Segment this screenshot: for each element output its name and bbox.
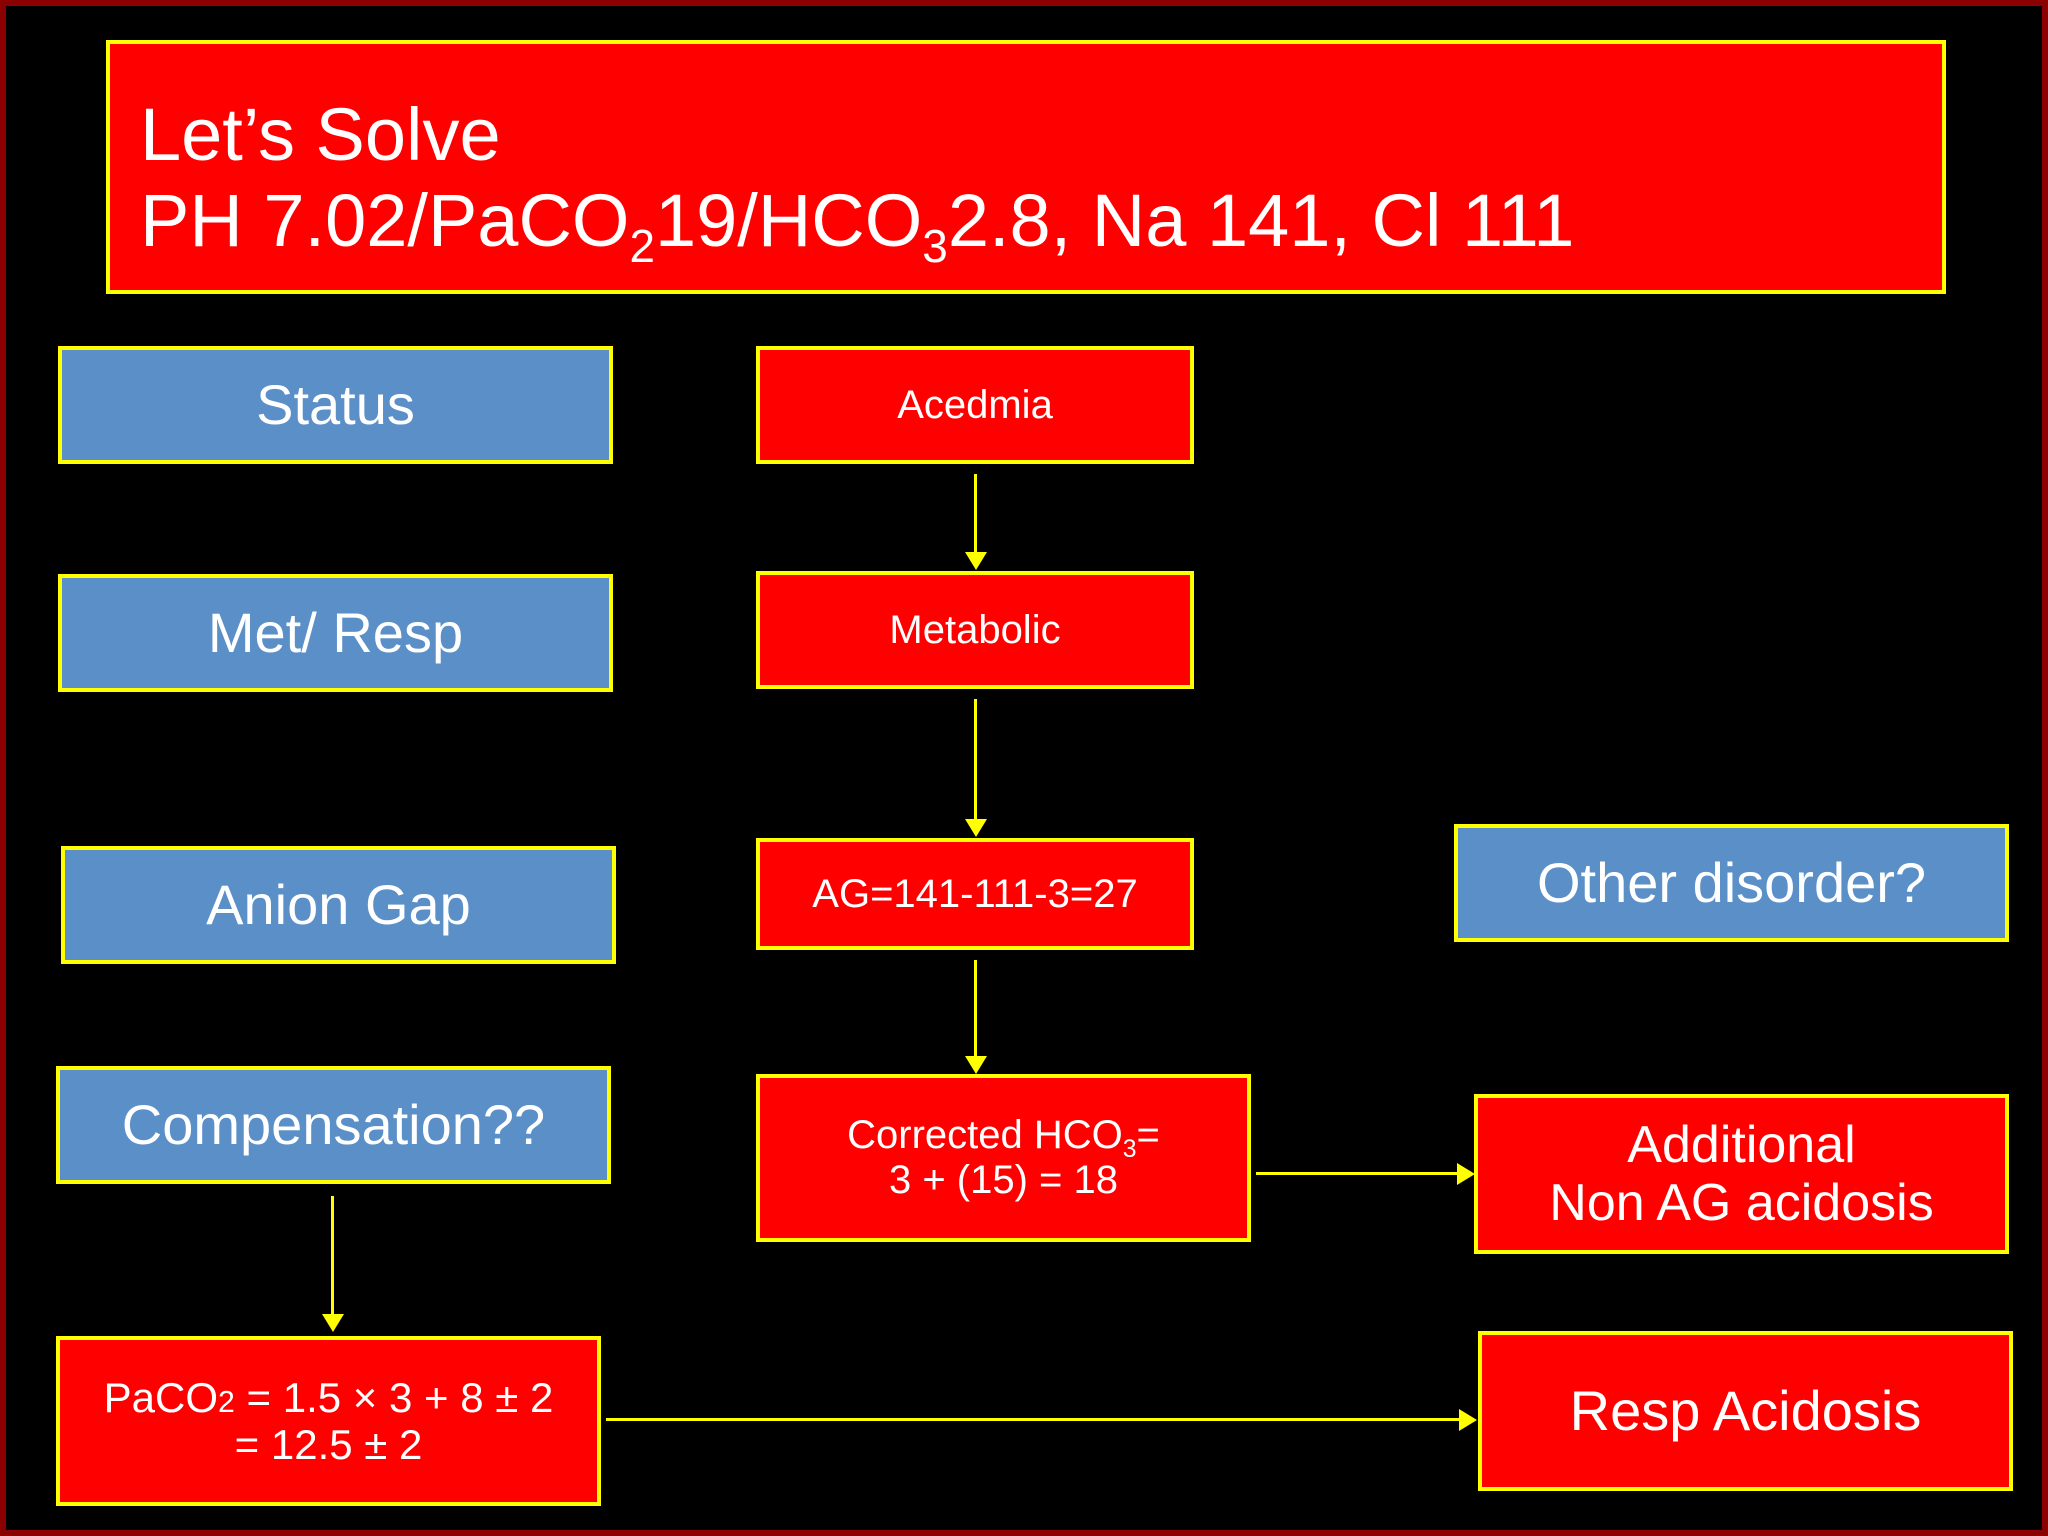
paco2-formula-suffix: = 1.5 × 3 + 8 ± 2	[234, 1373, 554, 1421]
arrow-down-icon-compensation-to-paco2	[331, 1196, 334, 1316]
outcome-label-other-disorder: Other disorder?	[1536, 850, 1927, 914]
outcome-additional-line-2: Non AG acidosis	[1549, 1174, 1934, 1232]
title-lab-mid: 19/HCO	[654, 178, 923, 262]
paco2-formula-subscript: 2	[218, 1385, 235, 1419]
corrected-hco3-line-1: Corrected HCO3=	[847, 1113, 1160, 1162]
arrow-down-icon-acedmia-to-metabolic	[974, 474, 977, 554]
paco2-formula-line-2: = 12.5 ± 2	[234, 1421, 423, 1468]
arrow-down-icon-anion-gap-to-corrected	[974, 960, 977, 1058]
hco3-subscript: 3	[922, 219, 948, 272]
paco2-subscript: 2	[629, 219, 655, 272]
finding-box-corrected-hco3[interactable]: Corrected HCO3= 3 + (15) = 18	[756, 1074, 1251, 1242]
step-label-status: Status	[256, 372, 415, 436]
step-label-met-resp: Met/ Resp	[207, 600, 464, 664]
corrected-hco3-equals: =	[1136, 1113, 1160, 1158]
finding-label-metabolic: Metabolic	[889, 607, 1061, 652]
arrow-right-icon-paco2-to-resp-acidosis	[606, 1418, 1461, 1421]
title-lab-suffix: 2.8, Na 141, Cl 111	[947, 178, 1575, 262]
step-box-status[interactable]: Status	[58, 346, 613, 464]
finding-box-metabolic[interactable]: Metabolic	[756, 571, 1194, 689]
arrow-down-icon-metabolic-to-anion-gap	[974, 699, 977, 821]
paco2-formula-prefix: PaCO	[103, 1373, 219, 1421]
finding-box-acedmia[interactable]: Acedmia	[756, 346, 1194, 464]
arrow-right-icon-corrected-to-additional	[1256, 1172, 1459, 1175]
paco2-formula-line-1: PaCO2 = 1.5 × 3 + 8 ± 2	[104, 1374, 554, 1421]
step-box-met-resp[interactable]: Met/ Resp	[58, 574, 613, 692]
outcome-box-additional-non-ag-acidosis[interactable]: Additional Non AG acidosis	[1474, 1094, 2009, 1254]
outcome-label-resp-acidosis: Resp Acidosis	[1569, 1378, 1922, 1442]
step-label-anion-gap: Anion Gap	[206, 872, 471, 936]
corrected-hco3-line-2: 3 + (15) = 18	[888, 1158, 1119, 1202]
title-line-1: Let’s Solve	[140, 92, 501, 176]
title-banner: Let’s Solve PH 7.02/PaCO219/HCO32.8, Na …	[106, 40, 1946, 294]
finding-box-paco2-formula[interactable]: PaCO2 = 1.5 × 3 + 8 ± 2 = 12.5 ± 2	[56, 1336, 601, 1506]
corrected-hco3-prefix: Corrected HCO	[847, 1113, 1123, 1158]
step-box-anion-gap[interactable]: Anion Gap	[61, 846, 616, 964]
corrected-hco3-subscript: 3	[1122, 1136, 1137, 1164]
title-line-2: PH 7.02/PaCO219/HCO32.8, Na 141, Cl 111	[140, 177, 1942, 269]
outcome-box-resp-acidosis[interactable]: Resp Acidosis	[1478, 1331, 2013, 1491]
finding-label-anion-gap-calc: AG=141-111-3=27	[812, 871, 1138, 916]
outcome-additional-line-1: Additional	[1627, 1115, 1856, 1174]
title-lab-prefix: PH 7.02/PaCO	[140, 178, 630, 262]
finding-label-acedmia: Acedmia	[897, 382, 1053, 427]
finding-box-anion-gap-calc[interactable]: AG=141-111-3=27	[756, 838, 1194, 950]
step-label-compensation: Compensation??	[121, 1092, 546, 1156]
step-box-compensation[interactable]: Compensation??	[56, 1066, 611, 1184]
outcome-box-other-disorder[interactable]: Other disorder?	[1454, 824, 2009, 942]
